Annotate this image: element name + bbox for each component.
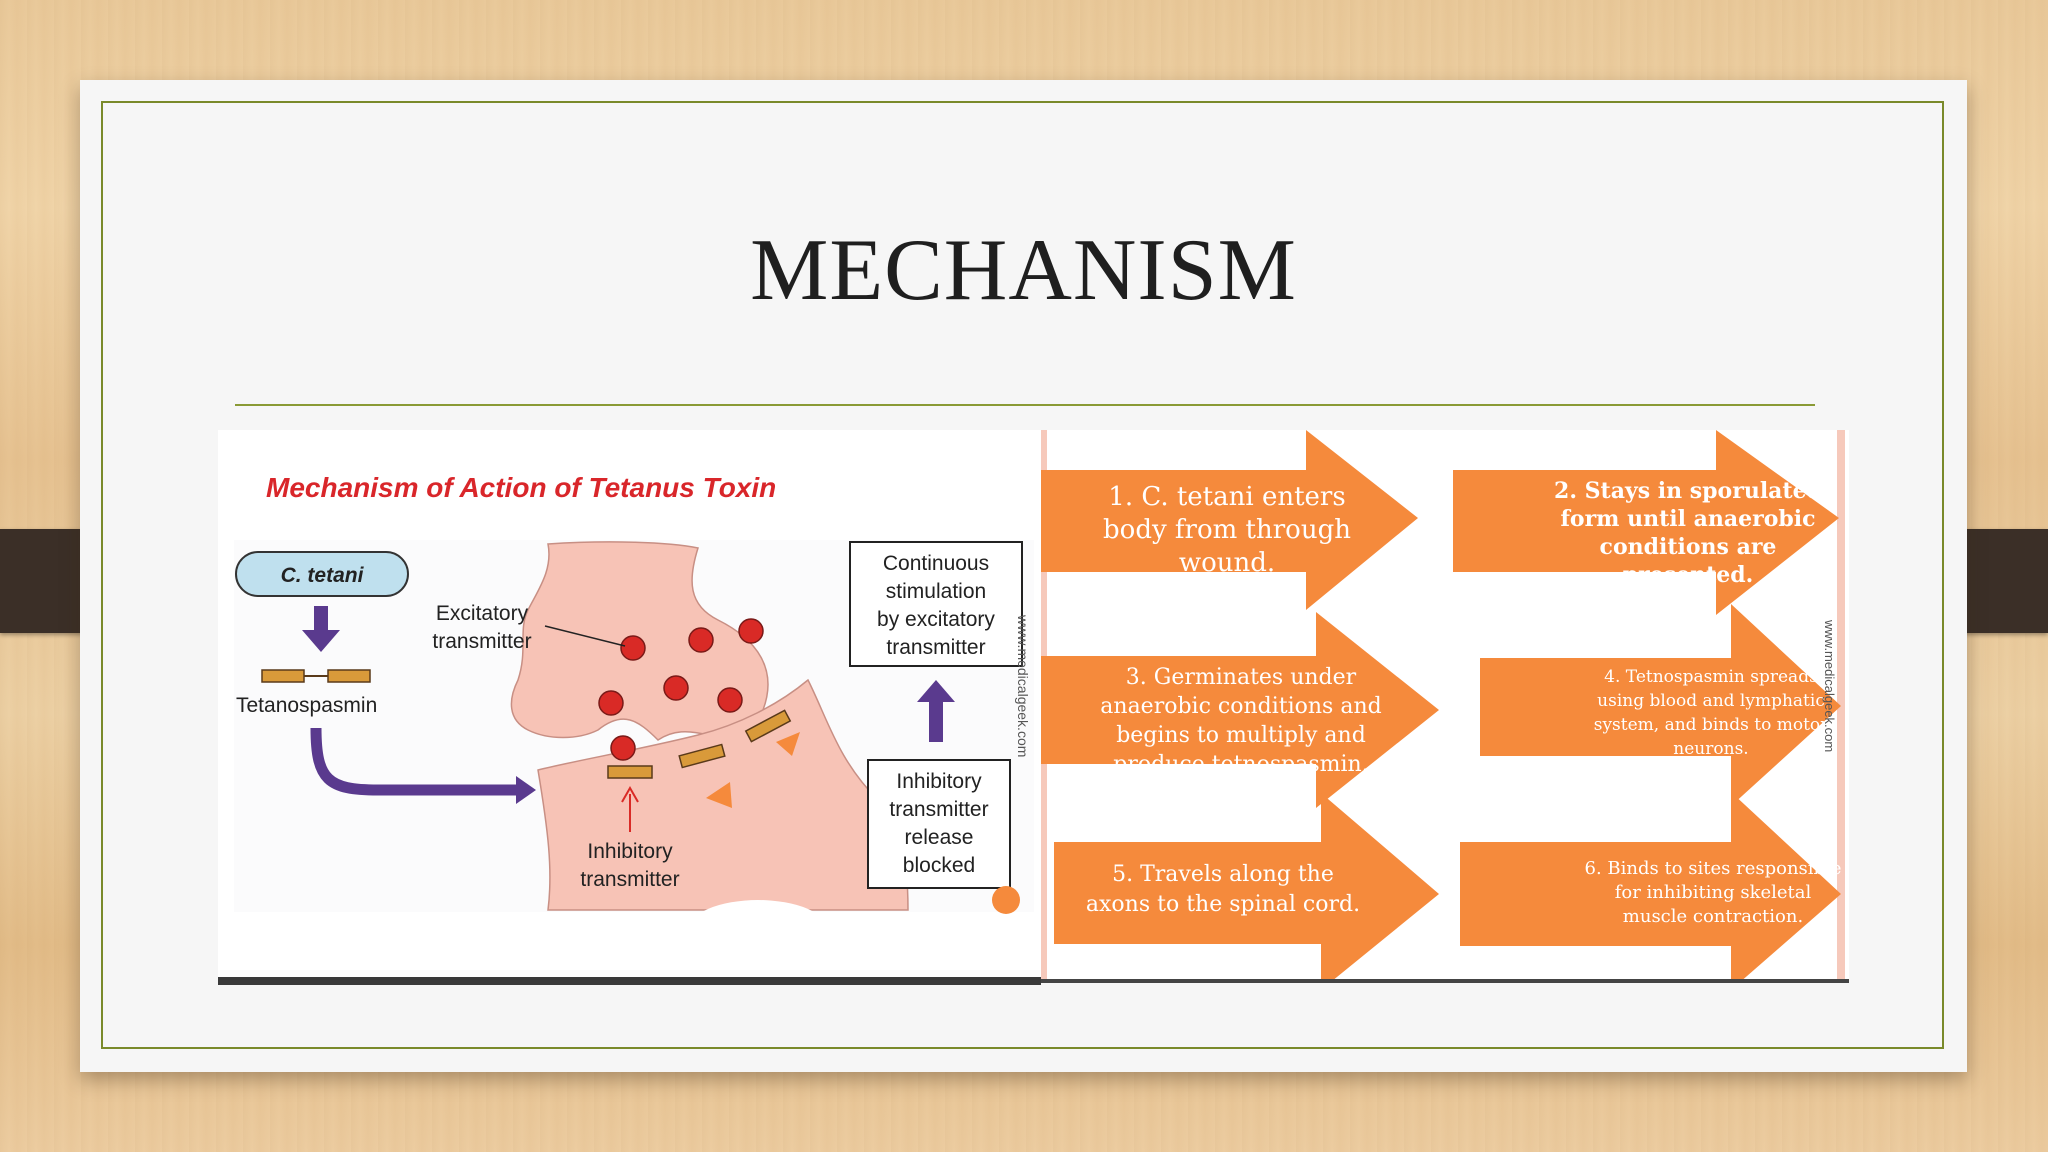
vesicle: [610, 735, 636, 761]
transmitter-triangle: [776, 732, 800, 756]
continuous-line-1: Continuous: [883, 552, 989, 575]
right-edge-stripe: [1837, 430, 1845, 980]
step-6-line-1: 6. Binds to sites responsible: [1585, 858, 1842, 879]
vesicle: [598, 690, 624, 716]
left-panel-bottom-bar: [218, 977, 1041, 985]
pointer-line: [544, 625, 626, 647]
step-2-line-4: presented.: [1623, 562, 1754, 588]
step-5-line-1: 5. Travels along the: [1112, 862, 1334, 887]
neuron-nucleus: [688, 900, 828, 960]
purple-curved-arrow-head: [516, 776, 536, 804]
tetanus-mechanism-drawing: Mechanism of Action of Tetanus Toxin: [234, 472, 1034, 960]
continuous-line-3: by excitatory: [877, 608, 995, 631]
ctetani-box: [235, 551, 409, 597]
slide: MECHANISM Mechanism of Action of Tetanus…: [80, 80, 1967, 1072]
step-2-line-2: form until anaerobic: [1560, 506, 1815, 532]
vesicle: [663, 675, 689, 701]
toxin-block: [607, 765, 653, 779]
tetanus-mechanism-figure: Mechanism of Action of Tetanus Toxin: [218, 430, 1041, 980]
vesicle: [688, 627, 714, 653]
blocked-line-4: blocked: [903, 854, 975, 877]
purple-up-arrow-head: [917, 680, 955, 702]
tetanus-steps-drawing: 1. C. tetani enters body from through wo…: [1041, 430, 1845, 980]
step-3-line-4: produce tetnospasmin.: [1113, 752, 1368, 777]
step-arrow-4: [1480, 604, 1841, 806]
tetanus-steps-figure: 1. C. tetani enters body from through wo…: [1041, 430, 1849, 980]
step-4-line-1: 4. Tetnospasmin spreads: [1604, 667, 1818, 687]
step-arrow-1: [1041, 430, 1418, 610]
step-4-line-3: system, and binds to motor: [1594, 715, 1829, 735]
excitatory-label-1: Excitatory: [436, 602, 529, 625]
step-3-line-2: anaerobic conditions and: [1100, 694, 1381, 719]
left-watermark: www.medicalgeek.com: [1015, 614, 1031, 757]
step-1-line-1: 1. C. tetani enters: [1108, 482, 1345, 512]
tetanospasmin-label: Tetanospasmin: [236, 694, 377, 717]
right-panel-bottom-bar: [1041, 979, 1849, 983]
purple-down-arrow-head: [302, 630, 340, 652]
toxin-block: [678, 743, 726, 769]
purple-down-arrow: [314, 606, 328, 632]
title-divider: [235, 404, 1815, 406]
toxin-block: [744, 709, 792, 743]
inhibitory-pointer-head: [621, 785, 639, 803]
step-6-line-2: for inhibiting skeletal: [1615, 882, 1812, 903]
toxin-symbol: [261, 669, 305, 683]
step-1-line-2: body from through: [1103, 515, 1351, 545]
transmitter-triangle: [706, 782, 732, 808]
inhibitory-label-1: Inhibitory: [587, 840, 673, 863]
step-arrow-6: [1460, 792, 1841, 980]
continuous-line-4: transmitter: [886, 636, 985, 659]
inhibitory-label-2: transmitter: [580, 868, 679, 891]
release-blocked-box: [867, 759, 1011, 889]
orange-logo: [992, 886, 1020, 914]
step-2-line-3: conditions are: [1600, 534, 1777, 560]
step-arrow-3: [1041, 612, 1439, 808]
continuous-stimulation-box: [849, 541, 1023, 667]
blocked-line-2: transmitter: [889, 798, 988, 821]
blocked-line-3: release: [905, 826, 974, 849]
step-3-line-3: begins to multiply and: [1116, 723, 1366, 748]
slide-frame: [101, 101, 1944, 1049]
purple-curved-arrow: [310, 727, 518, 796]
purple-up-arrow: [929, 698, 943, 742]
step-2-line-1: 2. Stays in sporulated: [1554, 478, 1822, 504]
step-1-line-3: wound.: [1179, 548, 1275, 578]
blocked-line-1: Inhibitory: [896, 770, 982, 793]
right-watermark: www.medicalgeek.com: [1822, 619, 1837, 752]
vesicle: [620, 635, 646, 661]
ctetani-label: C. tetani: [281, 564, 365, 587]
vesicle: [717, 687, 743, 713]
step-arrow-5: [1054, 793, 1439, 980]
step-3-line-1: 3. Germinates under: [1126, 665, 1357, 690]
step-5-line-2: axons to the spinal cord.: [1086, 892, 1360, 917]
figure-heading: Mechanism of Action of Tetanus Toxin: [266, 472, 776, 503]
step-6-line-3: muscle contraction.: [1623, 906, 1803, 927]
slide-title: MECHANISM: [750, 222, 1297, 319]
continuous-line-2: stimulation: [886, 580, 986, 603]
excitatory-label-2: transmitter: [432, 630, 531, 653]
step-arrow-2: [1453, 430, 1839, 615]
step-4-line-2: using blood and lymphatic: [1597, 691, 1825, 711]
vesicle: [738, 618, 764, 644]
toxin-symbol: [327, 669, 371, 683]
step-4-line-4: neurons.: [1673, 739, 1748, 759]
